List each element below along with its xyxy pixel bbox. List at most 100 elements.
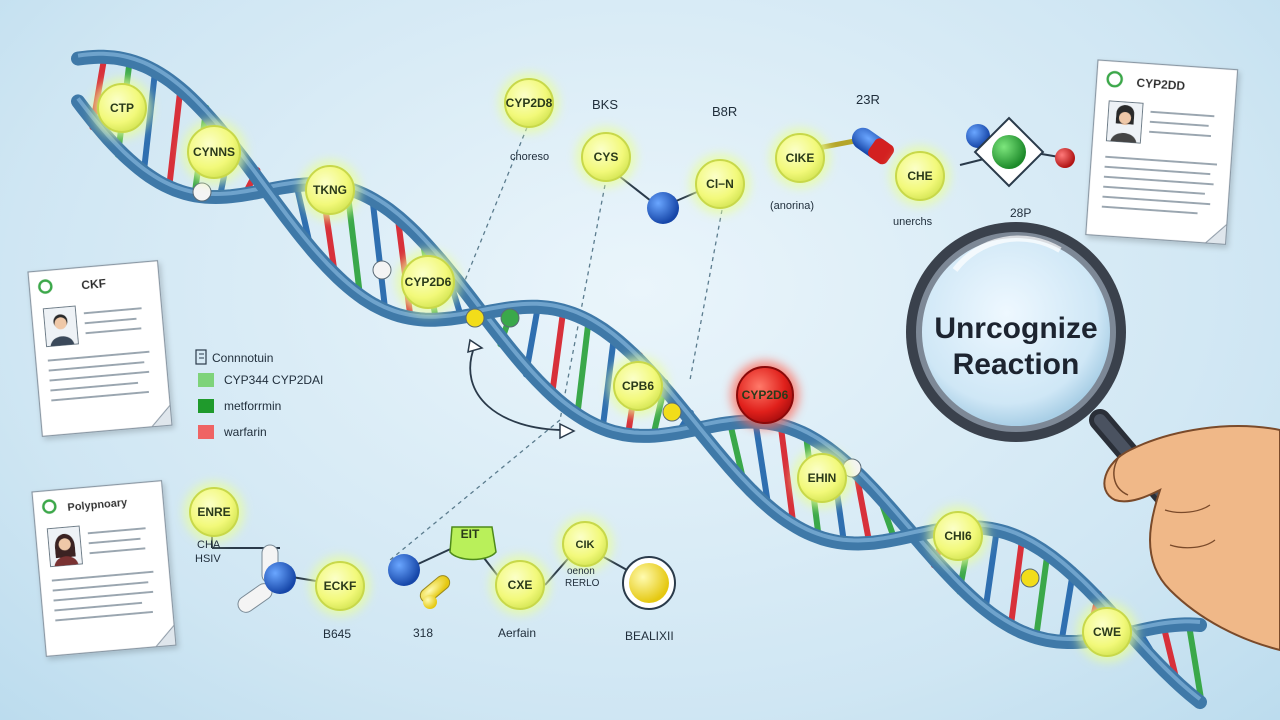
- gene-node-label: CIKE: [786, 151, 815, 165]
- gene-node-label: CWE: [1093, 625, 1121, 639]
- gene-node-ehin[interactable]: EHIN: [792, 448, 852, 508]
- hand-icon: [1103, 425, 1280, 652]
- gene-node-label: ECKF: [324, 579, 357, 593]
- patient-card-top-right[interactable]: CYP2DD: [1085, 59, 1239, 245]
- label-23r: 23R: [856, 92, 880, 107]
- gene-node-label: EHIN: [808, 471, 837, 485]
- gene-node-label: CXE: [508, 578, 533, 592]
- gene-node-label: CTP: [110, 101, 134, 115]
- gene-node-label: CHE: [907, 169, 932, 183]
- dna-base-pair: [293, 181, 312, 241]
- legend-item-label: warfarin: [223, 425, 267, 439]
- gene-node-label: TKNG: [313, 183, 347, 197]
- gene-node-cike[interactable]: CIKE: [770, 128, 830, 188]
- label-anorina: (anorina): [770, 200, 814, 212]
- gene-node-label: Cl−N: [706, 177, 734, 191]
- dna-base-pair: [548, 306, 567, 403]
- card-logo-icon: [38, 279, 53, 294]
- label-b8r: B8R: [712, 104, 737, 119]
- gene-node-cwe[interactable]: CWE: [1077, 602, 1137, 662]
- atom-blue: [647, 192, 679, 224]
- gene-node-label: CYP2D6: [742, 388, 789, 402]
- gene-node-cik[interactable]: CIK: [557, 516, 613, 572]
- legend-header-icon: [195, 349, 207, 365]
- dna-base-pair: [1185, 621, 1204, 702]
- label-b645: B645: [323, 627, 351, 641]
- dna-base-pair: [165, 81, 184, 193]
- helix-bead: [465, 308, 485, 328]
- legend-item-label: CYP344 CYP2DAI: [224, 373, 323, 387]
- dna-base-pair: [854, 476, 873, 547]
- gene-node-cys[interactable]: CYS: [576, 127, 636, 187]
- legend: Connnotuin CYP344 CYP2DAI metforrmin warfa…: [195, 349, 323, 439]
- legend-item-label: metforrmin: [224, 399, 281, 413]
- dna-base-pair: [369, 199, 388, 311]
- gene-node-chi6[interactable]: CHI6: [928, 506, 988, 566]
- dna-base-pair: [573, 314, 592, 422]
- dna-base-pair: [981, 525, 1000, 617]
- dna-base-pair: [1007, 533, 1026, 633]
- gene-node-cyp2d6[interactable]: CYP2D6: [731, 361, 799, 429]
- dashed-connectors: [389, 119, 723, 561]
- label-cha: CHA: [197, 539, 221, 551]
- helix-bead: [662, 402, 682, 422]
- dna-base-pair: [752, 418, 771, 504]
- legend-swatch: [198, 399, 214, 413]
- interaction-arrows: [467, 338, 576, 440]
- gene-node-label: CPB6: [622, 379, 654, 393]
- label-hsiv: HSIV: [195, 553, 221, 565]
- gene-node-label: CIK: [576, 539, 595, 551]
- card-logo-icon: [1106, 70, 1123, 88]
- magnifying-glass-icon: Unrcognize Reaction: [906, 222, 1196, 531]
- helix-bead: [1020, 568, 1040, 588]
- gene-node-eckf[interactable]: ECKF: [310, 556, 370, 616]
- card-title: CKF: [81, 276, 107, 292]
- label-bks: BKS: [592, 97, 618, 112]
- gene-node-cyp2d8[interactable]: CYP2D8: [499, 73, 559, 133]
- helix-bead: [372, 260, 392, 280]
- legend-swatch: [198, 373, 214, 387]
- dna-base-pair: [726, 419, 745, 478]
- card-title: CYP2DD: [1136, 76, 1186, 93]
- gene-node-label: CYP2D6: [405, 275, 452, 289]
- gene-node-label: ENRE: [197, 505, 230, 519]
- card-logo-icon: [42, 499, 57, 514]
- gene-node-cln[interactable]: Cl−N: [690, 154, 750, 214]
- gene-node-label: CYNNS: [193, 145, 235, 159]
- gene-node-label: CYS: [594, 150, 619, 164]
- free-labels: BKS B8R 23R choreso (anorina) unerchs 28…: [195, 92, 1031, 643]
- helix-bead: [500, 308, 520, 328]
- label-318: 318: [413, 626, 433, 640]
- gene-node-cynns[interactable]: CYNNS: [182, 120, 246, 184]
- label-28p: 28P: [1010, 206, 1031, 220]
- label-aerfain: Aerfain: [498, 626, 536, 640]
- gene-node-enre[interactable]: ENRE: [184, 482, 244, 542]
- label-bealixii: BEALIXII: [625, 629, 674, 643]
- label-rerlo: RERLO: [565, 578, 600, 589]
- dna-base-pair: [1160, 622, 1179, 679]
- molecule-atoms-bottom: [237, 526, 676, 613]
- gene-node-ctp[interactable]: CTP: [92, 78, 152, 138]
- gene-node-cxe[interactable]: CXE: [490, 555, 550, 615]
- gene-node-eit[interactable]: EIT: [461, 527, 480, 541]
- gene-node-tkng[interactable]: TKNG: [300, 160, 360, 220]
- gene-node-label: EIT: [461, 527, 480, 541]
- label-unerchs: unerchs: [893, 216, 933, 228]
- lens-text-line1: Unrcognize: [934, 312, 1097, 345]
- gene-node-cpb6[interactable]: CPB6: [608, 356, 668, 416]
- dna-base-pair: [777, 423, 796, 524]
- dna-base-pair: [140, 65, 159, 179]
- legend-header: Connnotuin: [212, 351, 273, 365]
- molecule-chain-top: [604, 116, 1075, 224]
- legend-swatch: [198, 425, 214, 439]
- lens-text-line2: Reaction: [953, 348, 1080, 381]
- gene-node-label: CHI6: [944, 529, 972, 543]
- patient-card-left[interactable]: CKF: [27, 260, 173, 438]
- card-title: Polypnoary: [67, 497, 129, 514]
- patient-card-bottom-left[interactable]: Polypnoary: [31, 480, 177, 658]
- gene-node-cyp2d6[interactable]: CYP2D6: [396, 250, 460, 314]
- gene-node-label: CYP2D8: [506, 96, 553, 110]
- gene-node-che[interactable]: CHE: [890, 146, 950, 206]
